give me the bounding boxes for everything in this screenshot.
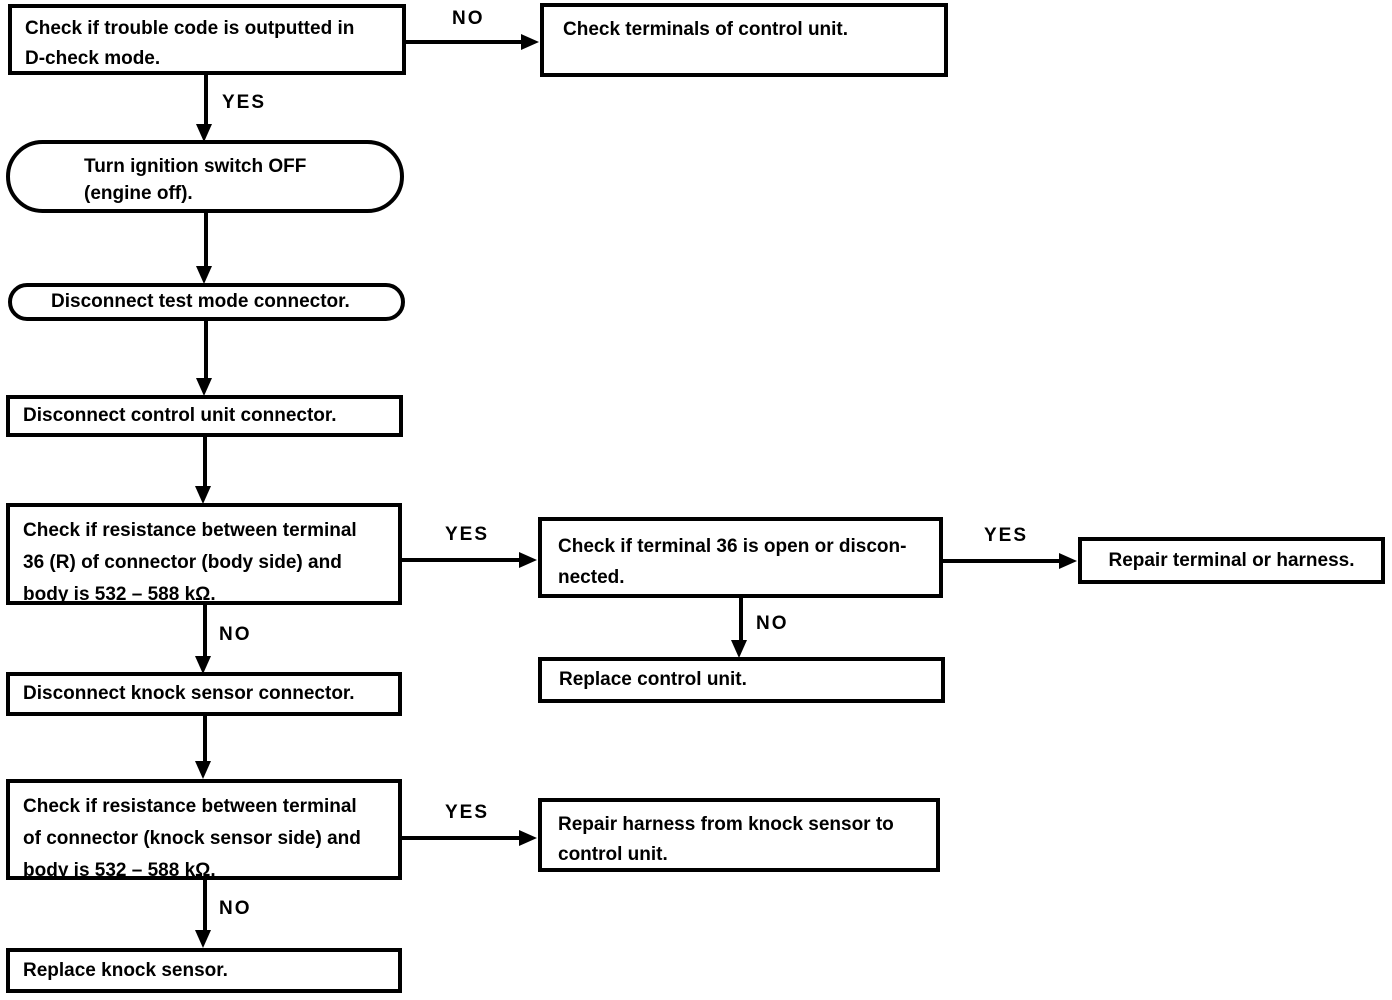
connector-resistance-to-terminal36 [402,558,522,562]
arrowhead-right-icon [1059,553,1077,569]
node-check-terminals: Check terminals of control unit. [540,3,948,77]
edge-label-no-terminal36: NO [756,613,789,634]
arrowhead-down-icon [195,656,211,674]
node-repair-terminal-or-harness: Repair terminal or harness. [1078,537,1385,584]
connector-resistance2-to-replacesensor [203,880,207,932]
edge-label-yes-resistance: YES [445,524,490,545]
node-check-trouble-code: Check if trouble code is outputted in D-… [8,4,406,75]
arrowhead-down-icon [195,761,211,779]
connector-resistance-to-knockconnector [203,605,207,659]
edge-label-yes-terminal36: YES [984,525,1029,546]
connector-resistance2-to-repairharness [402,836,522,840]
edge-label-no-resistance2: NO [219,898,252,919]
arrowhead-down-icon [731,640,747,658]
connector-knockconnector-to-resistance2 [203,716,207,764]
arrowhead-down-icon [196,266,212,284]
node-disconnect-test-mode: Disconnect test mode connector. [8,283,405,321]
node-turn-ignition-off: Turn ignition switch OFF (engine off). [6,140,404,213]
node-disconnect-knock-sensor: Disconnect knock sensor connector. [6,672,402,716]
connector-testmode-to-cuconnector [204,321,208,381]
node-replace-knock-sensor: Replace knock sensor. [6,948,402,993]
arrowhead-right-icon [519,552,537,568]
connector-terminal36-to-repair [943,559,1063,563]
arrowhead-right-icon [519,830,537,846]
connector-trouble-to-terminals [406,40,526,44]
edge-label-no-resistance: NO [219,624,252,645]
connector-ignition-to-testmode [204,213,208,269]
node-repair-harness-knock-sensor: Repair harness from knock sensor to cont… [538,798,940,872]
arrowhead-right-icon [521,34,539,50]
edge-label-yes-trouble: YES [222,92,267,113]
node-check-resistance-sensor-side: Check if resistance between terminal of … [6,779,402,881]
arrowhead-down-icon [195,486,211,504]
node-check-terminal-36: Check if terminal 36 is open or discon- … [538,517,943,598]
arrowhead-down-icon [196,124,212,142]
arrowhead-down-icon [195,930,211,948]
edge-label-no-trouble: NO [452,8,485,29]
arrowhead-down-icon [196,378,212,396]
node-replace-control-unit: Replace control unit. [538,657,945,703]
connector-terminal36-to-replacecu [739,598,743,643]
connector-trouble-to-ignition [204,75,208,127]
connector-cuconnector-to-resistance [203,437,207,489]
node-disconnect-control-unit: Disconnect control unit connector. [6,395,403,437]
node-check-resistance-body-side: Check if resistance between terminal 36 … [6,503,402,605]
edge-label-yes-resistance2: YES [445,802,490,823]
